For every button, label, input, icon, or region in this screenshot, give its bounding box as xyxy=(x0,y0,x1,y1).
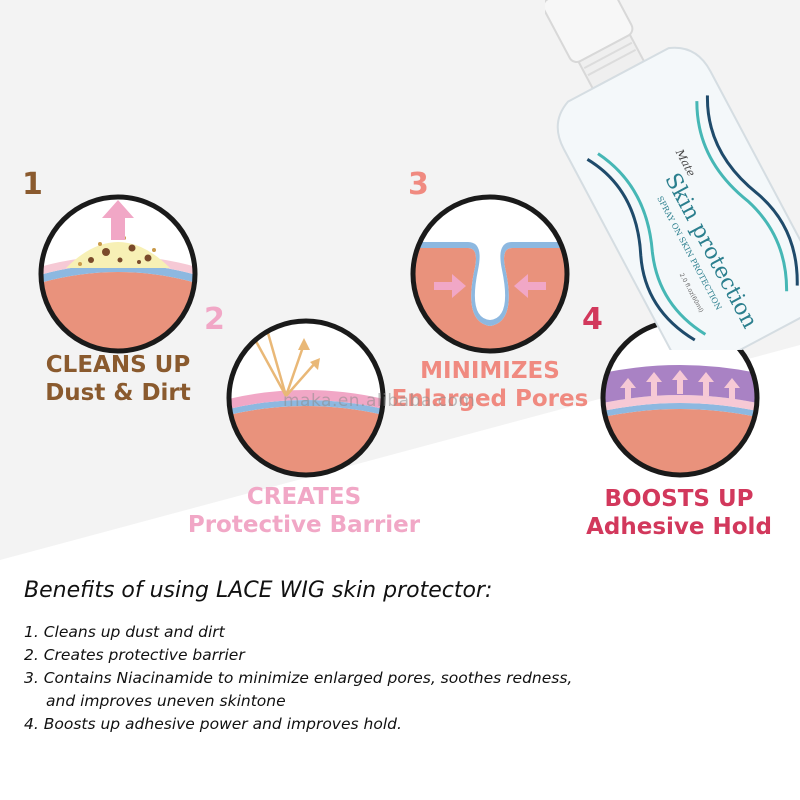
benefit-item: 4. Boosts up adhesive power and improves… xyxy=(24,715,402,733)
step-number-1: 1 xyxy=(22,167,43,202)
step-caption-1: CLEANS UP Dust & Dirt xyxy=(18,352,218,407)
protective-barrier-icon xyxy=(226,318,386,478)
step-number-2: 2 xyxy=(204,302,225,337)
step-caption-4: BOOSTS UP Adhesive Hold xyxy=(574,486,784,541)
benefits-section: Benefits of using LACE WIG skin protecto… xyxy=(24,578,784,736)
step-subtitle-1: Dust & Dirt xyxy=(45,379,191,406)
benefit-item: 1. Cleans up dust and dirt xyxy=(24,623,225,641)
benefit-item-continued: and improves uneven skintone xyxy=(24,690,784,713)
benefit-item-continuation: and improves uneven skintone xyxy=(46,692,286,710)
benefits-title: Benefits of using LACE WIG skin protecto… xyxy=(24,578,493,603)
step-title-3: MINIMIZES xyxy=(420,358,560,384)
step-caption-2: CREATES Protective Barrier xyxy=(184,484,424,539)
step-title-4: BOOSTS UP xyxy=(604,486,754,512)
product-bottle-image: Mate Skin protection SPRAY ON SKIN PROTE… xyxy=(545,0,800,350)
step-caption-3: MINIMIZES Enlarged Pores xyxy=(380,358,600,413)
step-subtitle-4: Adhesive Hold xyxy=(586,513,772,540)
step-subtitle-2: Protective Barrier xyxy=(187,511,421,538)
cleans-up-dust-icon xyxy=(38,194,198,354)
benefit-item: 3. Contains Niacinamide to minimize enla… xyxy=(24,669,573,687)
step-number-4: 4 xyxy=(582,302,603,337)
benefit-item: 2. Creates protective barrier xyxy=(24,646,245,664)
step-subtitle-3: Enlarged Pores xyxy=(391,385,589,412)
step-title-2: CREATES xyxy=(246,484,362,510)
step-number-3: 3 xyxy=(408,167,429,202)
minimizes-pores-icon xyxy=(410,194,570,354)
watermark: maka.en.alibaba.com xyxy=(283,391,476,411)
benefits-list: 1. Cleans up dust and dirt 2. Creates pr… xyxy=(24,621,784,736)
step-title-1: CLEANS UP xyxy=(45,352,191,378)
boosts-adhesive-icon xyxy=(600,318,760,478)
